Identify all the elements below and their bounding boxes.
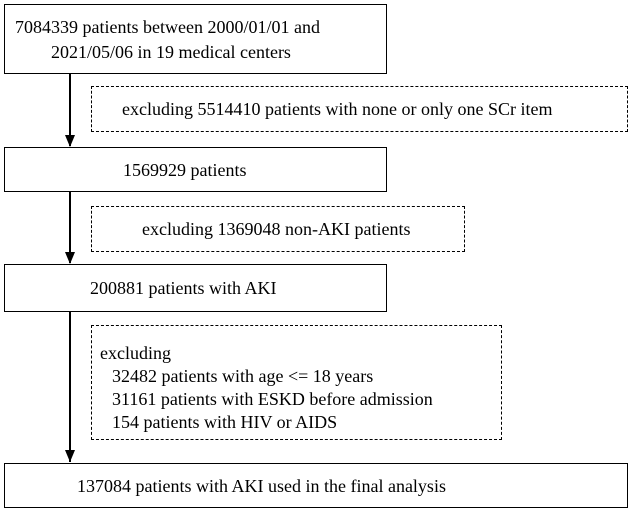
exclusion-box-criteria: excluding 32482 patients with age <= 18 …	[91, 325, 502, 440]
arrow-head-1	[65, 135, 75, 147]
exclusion1-text: excluding 5514410 patients with none or …	[122, 99, 553, 119]
arrow-head-2	[65, 252, 75, 264]
flow-box-final-analysis: 137084 patients with AKI used in the fin…	[4, 463, 628, 508]
exclusion2-text: excluding 1369048 non-AKI patients	[142, 219, 411, 239]
exclusion3-item-age: 32482 patients with age <= 18 years	[112, 366, 374, 386]
box2-text: 1569929 patients	[123, 160, 247, 180]
arrow-head-3	[65, 450, 75, 462]
flow-box-aki-patients: 200881 patients with AKI	[4, 264, 387, 312]
box4-text: 137084 patients with AKI used in the fin…	[77, 476, 446, 496]
exclusion3-item-hiv: 154 patients with HIV or AIDS	[112, 412, 338, 432]
connector-line-3	[69, 312, 71, 462]
connector-line-1	[69, 73, 71, 146]
connector-line-2	[69, 192, 71, 263]
exclusion3-heading: excluding	[100, 343, 171, 363]
flow-box-total-patients: 7084339 patients between 2000/01/01 and …	[4, 4, 387, 74]
flow-box-scr-patients: 1569929 patients	[4, 147, 387, 192]
box1-line1: 7084339 patients between 2000/01/01 and	[15, 17, 320, 37]
box3-text: 200881 patients with AKI	[90, 278, 277, 298]
exclusion-box-non-aki: excluding 1369048 non-AKI patients	[91, 206, 465, 252]
exclusion-box-scr: excluding 5514410 patients with none or …	[91, 86, 628, 132]
exclusion3-item-eskd: 31161 patients with ESKD before admissio…	[112, 389, 433, 409]
box1-line2: 2021/05/06 in 19 medical centers	[51, 42, 291, 62]
